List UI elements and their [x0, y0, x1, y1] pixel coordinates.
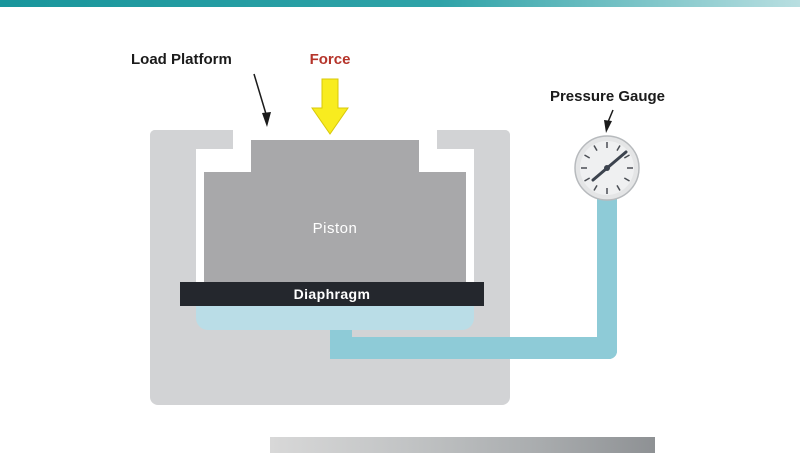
load-platform-label: Load Platform — [131, 51, 232, 68]
diaphragm-bar: Diaphragm — [180, 282, 484, 306]
top-accent-bar — [0, 0, 800, 7]
pressure-gauge — [573, 134, 641, 202]
tube-horizontal — [330, 337, 617, 359]
gauge-ticks — [581, 142, 633, 194]
pressure-gauge-label: Pressure Gauge — [549, 88, 666, 105]
tube-vertical — [597, 196, 617, 359]
piston-label: Piston — [312, 219, 358, 237]
pressure-gauge-icon — [574, 135, 640, 201]
diaphragm-label: Diaphragm — [293, 286, 371, 302]
bottom-metal-bar — [270, 437, 655, 453]
pressure-gauge-pointer-arrow — [604, 109, 614, 133]
fluid-chamber — [196, 306, 474, 330]
piston-platform — [251, 140, 419, 176]
force-arrow-icon — [311, 78, 349, 135]
housing-right-column — [474, 130, 510, 193]
load-platform-pointer-arrow — [253, 73, 271, 127]
force-label: Force — [309, 51, 351, 68]
gauge-needle — [591, 150, 628, 182]
gauge-hub — [604, 165, 610, 171]
piston-body: Piston — [204, 172, 466, 284]
housing-left-column — [150, 130, 196, 193]
